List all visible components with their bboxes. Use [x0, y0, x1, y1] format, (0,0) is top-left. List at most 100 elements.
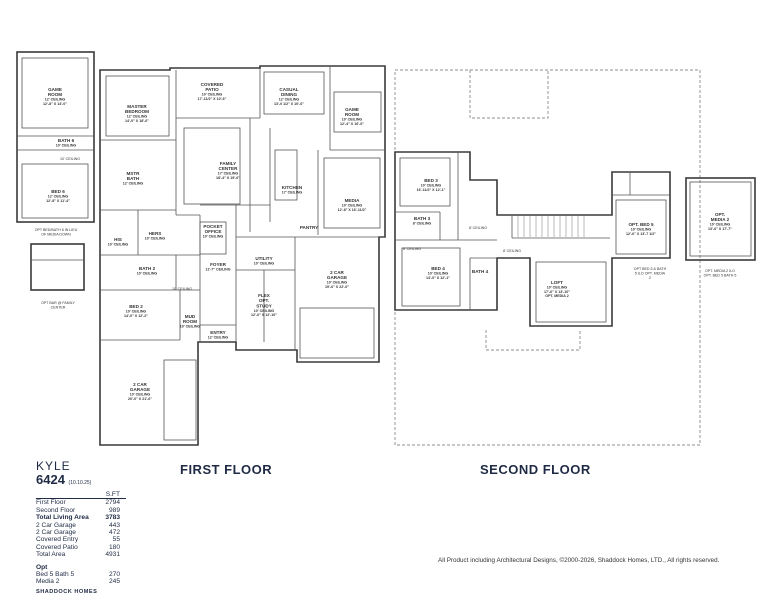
room-label-line: ROOM	[345, 112, 359, 117]
area-row-value: 443	[108, 521, 120, 529]
first-floor-interior-walls	[17, 57, 385, 441]
room-label-line: 10' CEILING	[254, 261, 275, 265]
room-label-line: BATH 6	[58, 138, 75, 143]
model-revision: (10.10.25)	[68, 480, 92, 486]
model-number-line: 6424 (10.10.25)	[36, 473, 126, 490]
room-label-line: 2	[649, 276, 651, 280]
area-row-label: Bed 5 Bath 5	[36, 571, 75, 579]
model-number: 6424	[36, 472, 65, 487]
room-label-line: ROOM	[183, 319, 197, 324]
room-label-line: GARAGE	[327, 275, 347, 280]
area-row-value: 245	[108, 578, 120, 586]
room-label-line: COVERED	[201, 82, 224, 87]
room-label-line: GAME	[345, 107, 359, 112]
room-label-line: 11'-7" CEILING	[205, 267, 230, 271]
room-label-line: GARAGE	[130, 387, 150, 392]
room-label-line: 12'-8" X 16'-11/2"	[338, 208, 367, 212]
sqft-header: S.FT	[36, 491, 126, 500]
room-label-line: 14'-0" X 18'-6"	[125, 119, 149, 123]
room-label-line: 14'-0" X 12'-2"	[124, 314, 148, 318]
room-label-line: OPT.	[715, 212, 725, 217]
room-label-line: OPT BAR @ FAMILY	[41, 301, 75, 305]
room-label-line: 18'-4" X 19'-6"	[216, 176, 240, 180]
room-label-line: ENTRY	[210, 330, 225, 335]
area-row-label: Total Living Area	[36, 514, 89, 522]
room-label-line: PATIO	[205, 87, 219, 92]
copyright-notice: All Product including Architectural Desi…	[438, 557, 720, 564]
area-row-label: 2 Car Garage	[36, 521, 76, 529]
room-label-line: BEDROOM	[125, 109, 149, 114]
area-row: Bed 5 Bath 5 270	[36, 571, 126, 578]
area-row: First Floor 2794	[36, 499, 126, 506]
area-row-value: 2794	[105, 499, 120, 507]
room-label-line: 13'-0 1/2" X 10'-6"	[274, 102, 304, 106]
room-label-line: MEDIA 2	[711, 217, 730, 222]
room-ceiling-note: 10' CEILING	[60, 157, 80, 161]
area-row-label: Second Floor	[36, 506, 76, 514]
room-label-line: 10' CEILING	[56, 143, 77, 147]
room-label-line: BATH 3	[414, 216, 431, 221]
room-bath4: BATH 4	[472, 269, 489, 274]
room-label-line: 12'-0" X 12'-10"	[251, 313, 277, 317]
room-label-line: 12'-6" X 13'-7 1/2"	[626, 232, 656, 236]
room-label-line: 14'-0" X 12'-1"	[426, 276, 450, 280]
room-label-line: 12' CEILING	[48, 194, 69, 198]
room-label-line: 10' CEILING	[631, 227, 652, 231]
room-label-line: 10' CEILING	[428, 271, 449, 275]
room-label-line: MASTER	[127, 104, 147, 109]
room-label-line: BATH 2	[139, 266, 156, 271]
room-label-line: FLEX	[258, 293, 271, 298]
room-label-line: 17'-11/2" X 10'-6"	[198, 97, 227, 101]
room-label-line: BED 6	[51, 189, 65, 194]
room-label-line: 10' CEILING	[60, 157, 80, 161]
room-label-line: 10' CEILING	[254, 309, 275, 313]
area-row-value: 270	[108, 571, 120, 579]
area-row: 2 Car Garage 443	[36, 522, 126, 529]
room-label-line: OPT BED/BATH 6 IN LIEU	[35, 228, 78, 232]
room-label-line: 10' CEILING	[202, 93, 223, 97]
second-floor-title: SECOND FLOOR	[480, 462, 591, 477]
room-label-line: 12' CEILING	[123, 182, 144, 186]
room-label-line: OPT. BED 5 BATH 5	[704, 273, 737, 277]
room-label-line: 10' CEILING	[342, 203, 363, 207]
room-label-line: BED 2	[129, 304, 143, 309]
area-row-label: First Floor	[36, 499, 66, 507]
room-label-line: 8' CEILING	[503, 249, 521, 253]
area-row-label: Covered Entry	[36, 536, 79, 544]
room-label-line: STUDY	[256, 303, 272, 308]
area-row-label: 2 Car Garage	[36, 529, 76, 537]
room-label-line: MSTR	[126, 171, 140, 176]
room-label-line: 10' CEILING	[130, 393, 151, 397]
room-label-line: 10' CEILING	[137, 271, 158, 275]
area-row-label: Covered Patio	[36, 543, 78, 551]
room-label-line: CENTER	[219, 166, 239, 171]
room-label-line: 13'-6" X 17'-7"	[708, 227, 732, 231]
room-label-line: BED 4	[431, 266, 445, 271]
room-label-line: 2 CAR	[133, 382, 147, 387]
room-label-line: 16'-11/2" X 12'-1"	[417, 188, 446, 192]
room-label-line: 17'-6" X 13'-10"	[544, 290, 570, 294]
